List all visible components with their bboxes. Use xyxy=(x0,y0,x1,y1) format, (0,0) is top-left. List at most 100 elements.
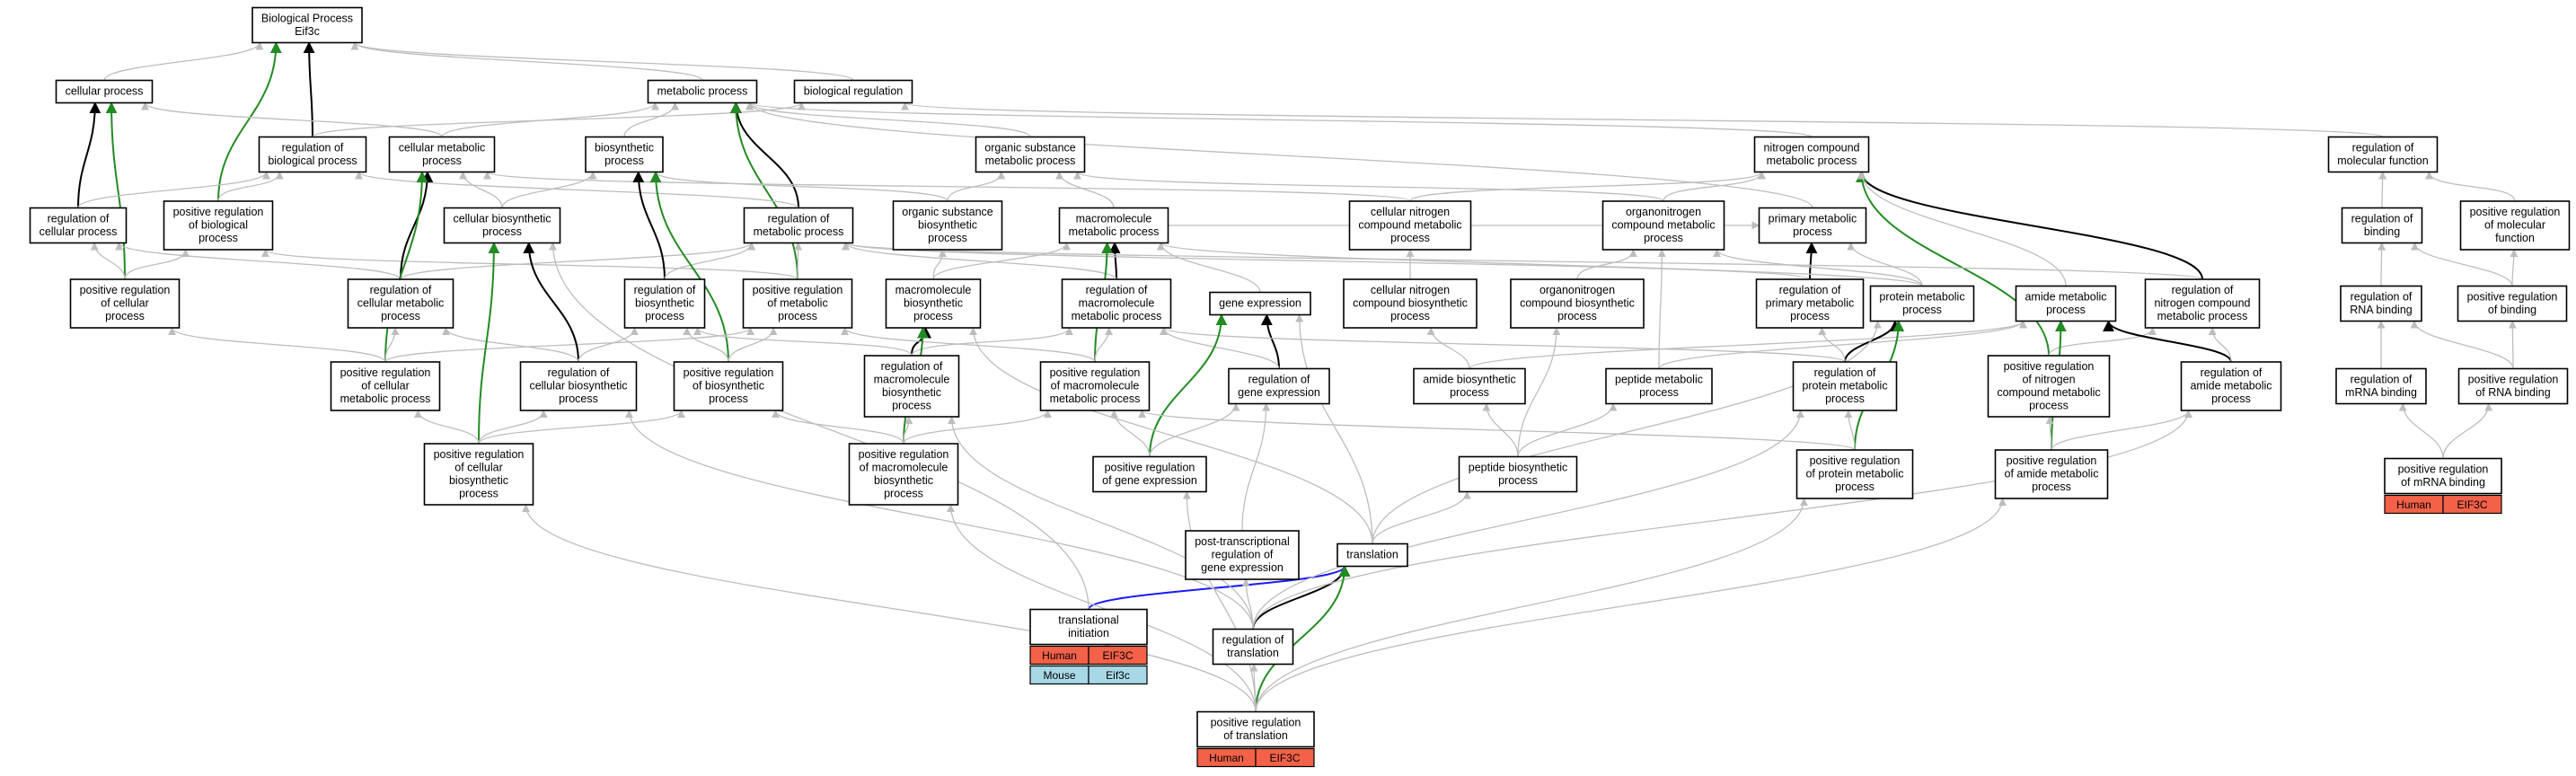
node-label-line: amide metabolic xyxy=(2025,291,2106,304)
gene-cell xyxy=(1255,747,1315,768)
edge-is-a xyxy=(947,504,1257,712)
node-label-line: positive regulation xyxy=(80,284,171,296)
node-label-line: positive regulation xyxy=(859,448,949,461)
edge-regulates xyxy=(2103,320,2232,363)
node-label-line: translation xyxy=(1227,647,1279,659)
gene-label: EIF3C xyxy=(2457,498,2487,511)
edge-is-a xyxy=(312,101,806,138)
edge-positively-regulates xyxy=(1856,171,2050,357)
node-label-line: of translation xyxy=(1223,729,1288,742)
node-label-line: of metabolic xyxy=(767,297,827,310)
node-label-line: of cellular xyxy=(361,380,410,392)
node-box xyxy=(1792,361,1898,411)
edge-is-a xyxy=(969,327,1373,544)
go-term-node-translation[interactable]: translation xyxy=(1337,542,1408,568)
edge-is-a xyxy=(932,249,947,280)
edge-is-a xyxy=(911,327,1073,357)
node-box xyxy=(2327,136,2439,173)
node-box xyxy=(29,207,128,244)
node-box xyxy=(647,79,758,104)
edge-is-a xyxy=(124,249,190,280)
go-term-node-cellular-process[interactable]: cellular process xyxy=(55,79,154,104)
node-box xyxy=(1061,278,1172,329)
node-box xyxy=(2180,361,2282,411)
edge-is-a xyxy=(2378,242,2386,287)
go-term-node-metabolic-process[interactable]: metabolic process xyxy=(647,79,758,104)
go-term-node-gene-expression[interactable]: gene expression xyxy=(1209,291,1311,316)
node-label-line: positive regulation xyxy=(2468,374,2559,386)
node-label-line: cellular metabolic xyxy=(357,297,445,310)
edge-is-a xyxy=(2411,242,2513,287)
edge-is-a xyxy=(2510,249,2519,287)
node-label-line: positive regulation xyxy=(434,448,525,461)
species-label: Mouse xyxy=(1043,669,1075,682)
edge-is-a xyxy=(842,242,1117,280)
edge-is-a xyxy=(1138,410,1856,451)
gene-cell xyxy=(1088,645,1148,666)
node-label-line: process xyxy=(2029,400,2069,412)
node-label-line: regulation of xyxy=(48,213,110,225)
node-label-line: process xyxy=(105,310,145,322)
go-term-node-reg-macromolecule-biosynthetic[interactable]: regulation ofmacromoleculebiosyntheticpr… xyxy=(863,355,960,418)
go-term-node-biological-regulation[interactable]: biological regulation xyxy=(793,79,913,104)
node-label-line: cellular nitrogen xyxy=(1371,284,1450,296)
edge-is-a xyxy=(1160,327,1280,369)
